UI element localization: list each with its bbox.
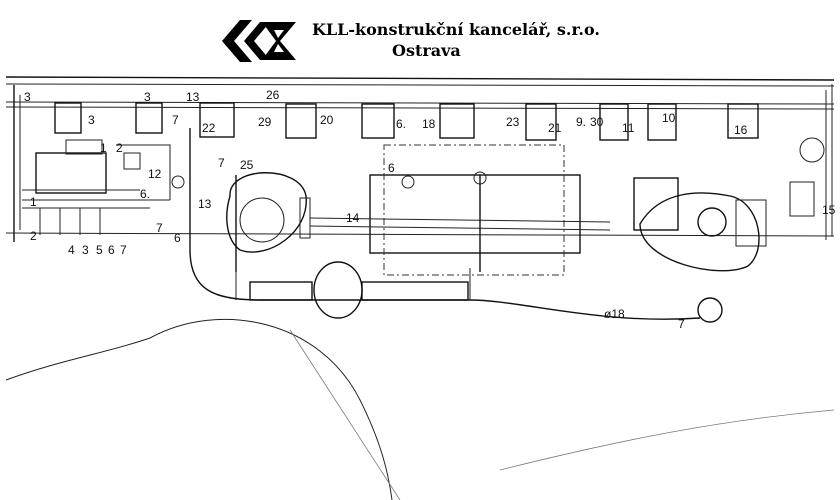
label-7e: 7 xyxy=(120,243,127,257)
part-labels: 3 3 3 13 26 22 29 20 6. 18 23 21 9. 30 1… xyxy=(24,88,836,331)
center-tanks xyxy=(226,144,611,276)
label-3b: 3 xyxy=(88,113,95,127)
label-1: 1 xyxy=(30,195,37,209)
label-6a: 6. xyxy=(396,117,406,131)
label-14: 14 xyxy=(346,211,360,225)
label-16: 16 xyxy=(734,123,748,137)
label-6e: 6 xyxy=(108,243,115,257)
lower-outline xyxy=(5,319,835,500)
company-city: Ostrava xyxy=(392,41,461,60)
label-12: 12 xyxy=(148,167,162,181)
label-7c: 7 xyxy=(156,221,163,235)
label-22: 22 xyxy=(202,121,216,135)
label-o18: ø18 xyxy=(604,307,625,321)
label-20: 20 xyxy=(320,113,334,127)
label-13a: 13 xyxy=(186,90,200,104)
label-3d: 3 xyxy=(82,243,89,257)
label-5: 5 xyxy=(96,243,103,257)
label-23: 23 xyxy=(506,115,520,129)
label-3a: 3 xyxy=(24,90,31,104)
label-7a: 7 xyxy=(172,113,179,127)
label-2a: 2 xyxy=(116,141,123,155)
frame-lines xyxy=(5,76,835,242)
bottom-pipe xyxy=(189,128,723,323)
label-6d: 6 xyxy=(174,231,181,245)
label-10: 10 xyxy=(662,111,676,125)
label-3c: 3 xyxy=(144,90,151,104)
company-name: KLL-konstrukční kancelář, s.r.o. xyxy=(312,20,600,39)
label-1b: 1 xyxy=(100,141,107,155)
label-4: 4 xyxy=(68,243,75,257)
top-clamps xyxy=(54,102,759,141)
label-26: 26 xyxy=(266,88,280,102)
company-logo xyxy=(222,20,296,62)
label-13b: 13 xyxy=(198,197,212,211)
label-6c: 6 xyxy=(388,161,395,175)
label-15: 15 xyxy=(822,203,836,217)
label-7d: 7 xyxy=(678,317,685,331)
label-11: 11 xyxy=(622,121,635,135)
label-7b: 7 xyxy=(218,156,225,170)
label-18: 18 xyxy=(422,117,436,131)
label-9: 9. xyxy=(576,115,586,129)
label-25: 25 xyxy=(240,158,254,172)
vertical-pipes xyxy=(171,171,487,272)
right-compressor xyxy=(633,137,825,272)
label-2b: 2 xyxy=(30,229,37,243)
label-21: 21 xyxy=(548,121,562,135)
label-30: 30 xyxy=(590,115,604,129)
label-29: 29 xyxy=(258,115,272,129)
label-6b: 6. xyxy=(140,187,150,201)
left-assembly xyxy=(22,139,171,235)
